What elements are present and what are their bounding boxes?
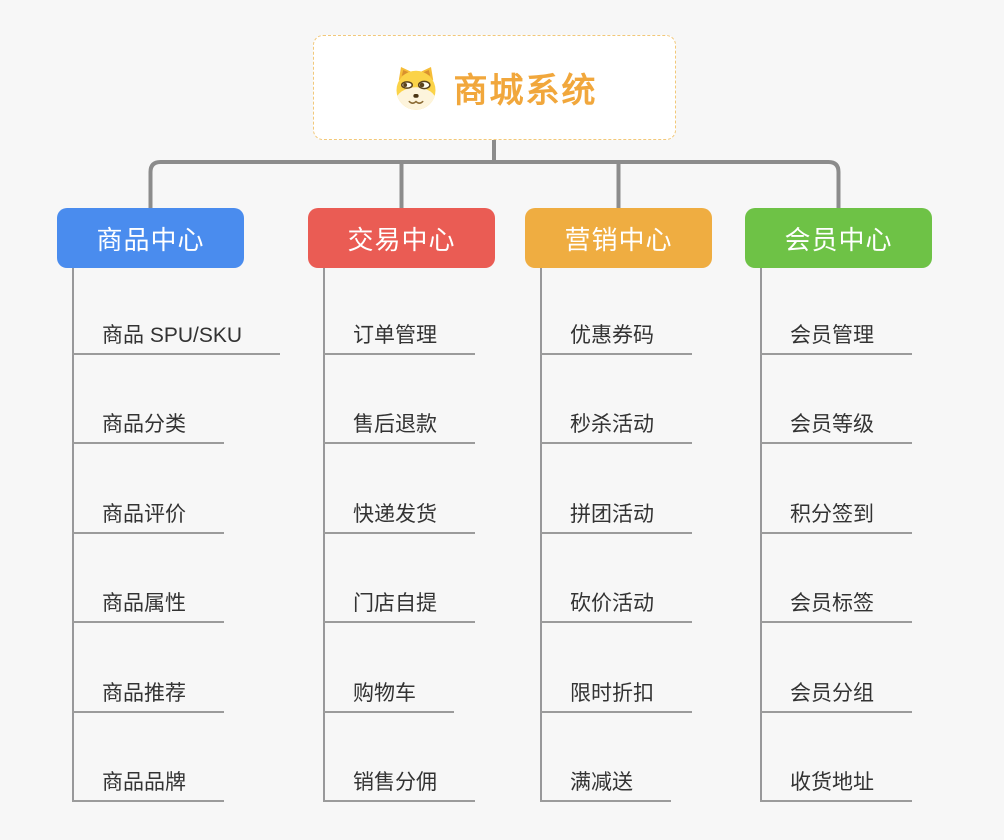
node-label: 商品推荐 <box>102 682 186 705</box>
branch-member-center: 会员中心 会员管理 会员等级 积分签到 会员标签 会员分组 收货地址 <box>745 208 1004 828</box>
tree-node-item[interactable]: 砍价活动 <box>540 583 692 623</box>
node-label: 商品分类 <box>102 413 186 436</box>
node-label: 购物车 <box>353 682 416 705</box>
doge-icon <box>396 66 435 110</box>
tree-node-item[interactable]: 会员标签 <box>760 583 912 623</box>
node-label: 门店自提 <box>353 592 437 615</box>
node-label: 满减送 <box>570 771 633 794</box>
node-label: 快递发货 <box>353 503 437 526</box>
node-label: 商品属性 <box>102 592 186 615</box>
tree-node-item[interactable]: 销售分佣 <box>323 762 475 802</box>
node-label: 会员标签 <box>790 592 874 615</box>
branch-header-member-center[interactable]: 会员中心 <box>745 208 932 268</box>
branch-header-product-center[interactable]: 商品中心 <box>57 208 244 268</box>
branch-spine-line <box>540 268 542 802</box>
root-node[interactable]: 商城系统 <box>313 35 676 140</box>
branch-spine-line <box>760 268 762 802</box>
tree-node-item[interactable]: 商品属性 <box>72 583 224 623</box>
node-label: 售后退款 <box>353 413 437 436</box>
tree-node-item[interactable]: 商品品牌 <box>72 762 224 802</box>
tree-node-item[interactable]: 商品推荐 <box>72 673 224 713</box>
tree-node-item[interactable]: 售后退款 <box>323 404 475 444</box>
branch-product-center: 商品中心 商品 SPU/SKU 商品分类 商品评价 商品属性 商品推荐 商品品牌 <box>57 208 317 828</box>
node-label: 订单管理 <box>353 324 437 347</box>
node-label: 会员管理 <box>790 324 874 347</box>
node-label: 会员等级 <box>790 413 874 436</box>
tree-node-item[interactable]: 会员等级 <box>760 404 912 444</box>
node-label: 优惠券码 <box>570 324 654 347</box>
branch-spine-line <box>323 268 325 802</box>
branch-label: 交易中心 <box>347 224 456 255</box>
tree-node-item[interactable]: 满减送 <box>540 762 671 802</box>
tree-node-item[interactable]: 购物车 <box>323 673 454 713</box>
tree-node-item[interactable]: 积分签到 <box>760 494 912 534</box>
tree-node-item[interactable]: 秒杀活动 <box>540 404 692 444</box>
tree-node-item[interactable]: 收货地址 <box>760 762 912 802</box>
branch-spine-line <box>72 268 74 802</box>
tree-node-item[interactable]: 商品评价 <box>72 494 224 534</box>
node-label: 积分签到 <box>790 503 874 526</box>
branch-label: 商品中心 <box>96 224 205 255</box>
tree-node-item[interactable]: 商品 SPU/SKU <box>72 315 281 355</box>
tree-node-item[interactable]: 限时折扣 <box>540 673 692 713</box>
branch-trade-center: 交易中心 订单管理 售后退款 快递发货 门店自提 购物车 销售分佣 <box>308 208 568 828</box>
tree-node-item[interactable]: 订单管理 <box>323 315 475 355</box>
node-label: 砍价活动 <box>570 592 654 615</box>
tree-node-item[interactable]: 门店自提 <box>323 583 475 623</box>
node-label: 秒杀活动 <box>570 413 654 436</box>
node-label: 商品 SPU/SKU <box>102 324 243 347</box>
node-label: 限时折扣 <box>570 682 654 705</box>
tree-node-item[interactable]: 快递发货 <box>323 494 475 534</box>
branch-label: 会员中心 <box>784 224 893 255</box>
node-label: 拼团活动 <box>570 503 654 526</box>
branch-header-trade-center[interactable]: 交易中心 <box>308 208 495 268</box>
tree-node-item[interactable]: 会员管理 <box>760 315 912 355</box>
tree-node-item[interactable]: 商品分类 <box>72 404 224 444</box>
tree-node-item[interactable]: 优惠券码 <box>540 315 692 355</box>
branch-header-marketing-center[interactable]: 营销中心 <box>525 208 712 268</box>
node-label: 销售分佣 <box>353 771 437 794</box>
tree-node-item[interactable]: 会员分组 <box>760 673 912 713</box>
root-title: 商城系统 <box>453 72 598 110</box>
branch-label: 营销中心 <box>564 224 673 255</box>
node-label: 收货地址 <box>790 771 874 794</box>
tree-node-item[interactable]: 拼团活动 <box>540 494 692 534</box>
node-label: 会员分组 <box>790 682 874 705</box>
node-label: 商品品牌 <box>102 771 186 794</box>
branch-marketing-center: 营销中心 优惠券码 秒杀活动 拼团活动 砍价活动 限时折扣 满减送 <box>525 208 785 828</box>
node-label: 商品评价 <box>102 503 186 526</box>
